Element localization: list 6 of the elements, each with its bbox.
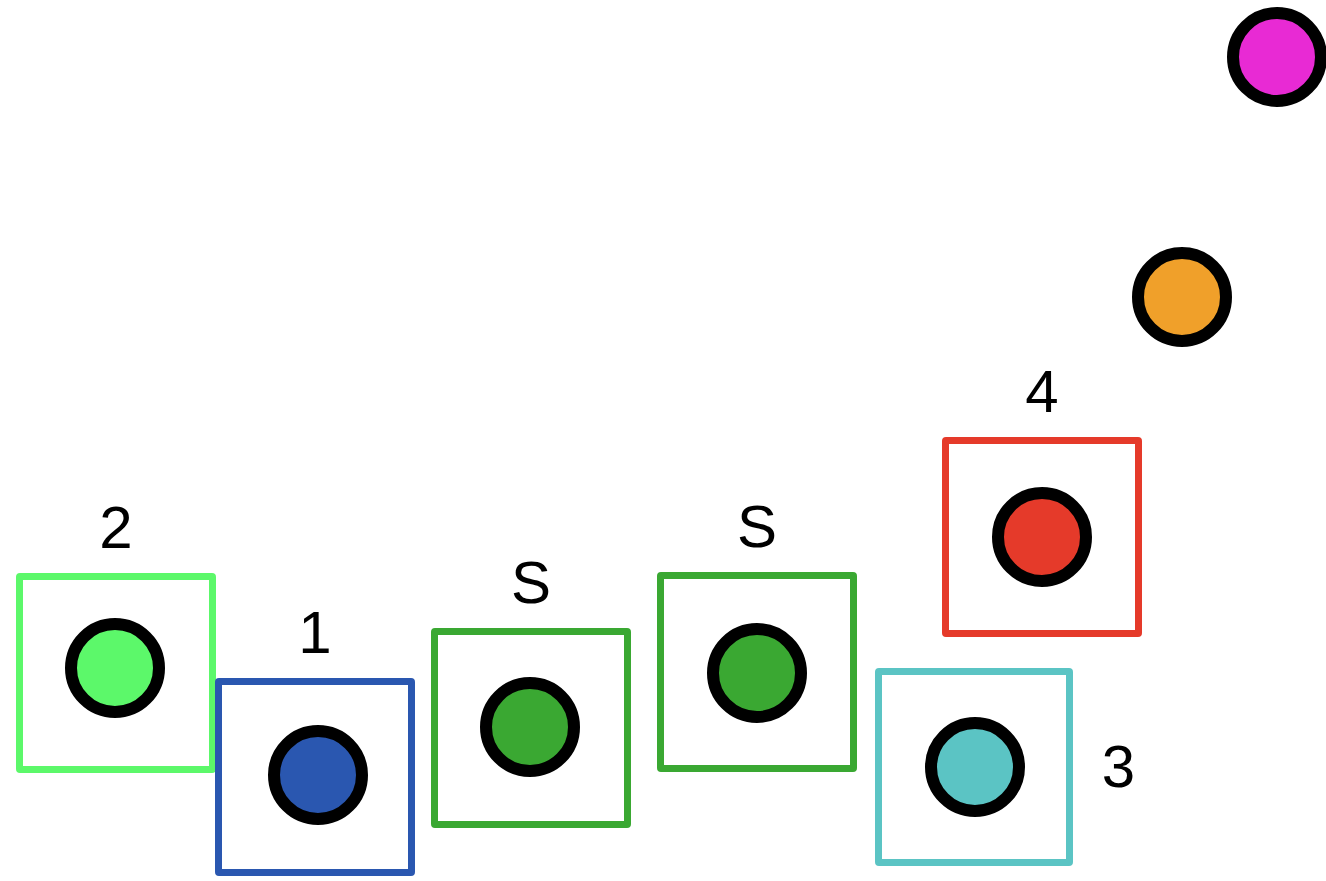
- box-label: 4: [1025, 362, 1059, 422]
- box-label: S: [511, 553, 551, 613]
- box-label: 2: [99, 498, 133, 558]
- box-label: S: [737, 497, 777, 557]
- box-label: 1: [298, 603, 332, 663]
- box-label: 3: [1101, 737, 1135, 797]
